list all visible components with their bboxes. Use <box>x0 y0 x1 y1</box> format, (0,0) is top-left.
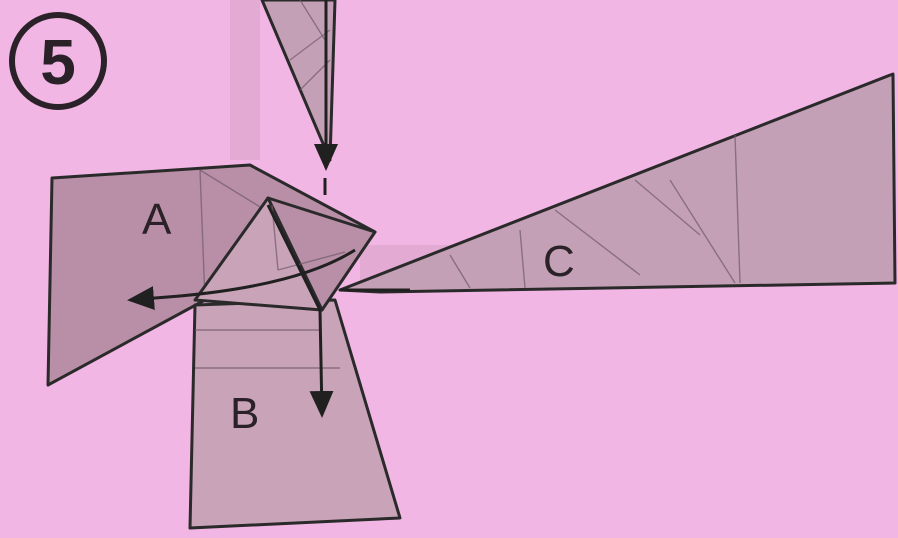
flap-b-label: B <box>230 389 259 438</box>
flap-b[interactable] <box>190 300 400 528</box>
flap-a-label: A <box>142 195 172 244</box>
flap-c[interactable] <box>340 74 895 292</box>
top-flap <box>262 0 335 160</box>
shadow-strip <box>230 0 260 160</box>
step-number: 5 <box>40 26 76 98</box>
flap-c-label: C <box>543 237 575 286</box>
step-number-badge: 5 <box>12 15 104 107</box>
